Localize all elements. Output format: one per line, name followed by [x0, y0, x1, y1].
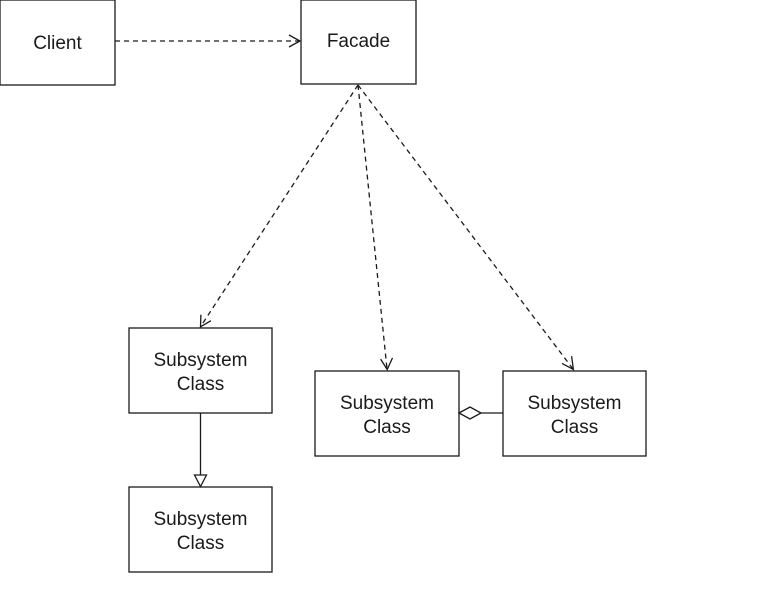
subsystem-label-line1: Subsystem	[154, 509, 248, 530]
facade-label: Facade	[327, 31, 390, 52]
facade-box[interactable]: Facade	[300, 0, 417, 85]
aggregation-diamond-icon	[457, 406, 483, 420]
open-arrowhead-icon	[380, 357, 394, 371]
subsystem-box-left-lower[interactable]: Subsystem Class	[128, 486, 273, 573]
subsystem-box-right[interactable]: Subsystem Class	[502, 370, 647, 457]
subsystem-label-line2: Class	[363, 417, 411, 438]
subsystem-label-line1: Subsystem	[528, 393, 622, 414]
facade-to-subsystem-left-dependency	[199, 84, 359, 328]
subsystem-box-left-upper[interactable]: Subsystem Class	[128, 327, 273, 414]
open-arrowhead-icon	[561, 356, 575, 371]
facade-to-subsystem-right-dependency	[357, 84, 575, 371]
subsystem-label-line2: Class	[177, 374, 225, 395]
open-arrowhead-icon	[199, 314, 212, 328]
client-label: Client	[33, 33, 82, 54]
aggregation-relationship	[457, 406, 503, 420]
subsystem-label-line2: Class	[551, 417, 599, 438]
client-box[interactable]: Client	[0, 0, 116, 86]
subsystem-box-middle[interactable]: Subsystem Class	[314, 370, 460, 457]
subsystem-label-line1: Subsystem	[154, 350, 248, 371]
open-arrowhead-icon	[288, 34, 302, 48]
inheritance-triangle-icon	[193, 474, 208, 488]
subsystem-label-line1: Subsystem	[340, 393, 434, 414]
generalization-relationship	[193, 413, 208, 488]
subsystem-label-line2: Class	[177, 533, 225, 554]
client-to-facade-dependency	[115, 34, 302, 48]
facade-to-subsystem-middle-dependency	[357, 84, 394, 371]
